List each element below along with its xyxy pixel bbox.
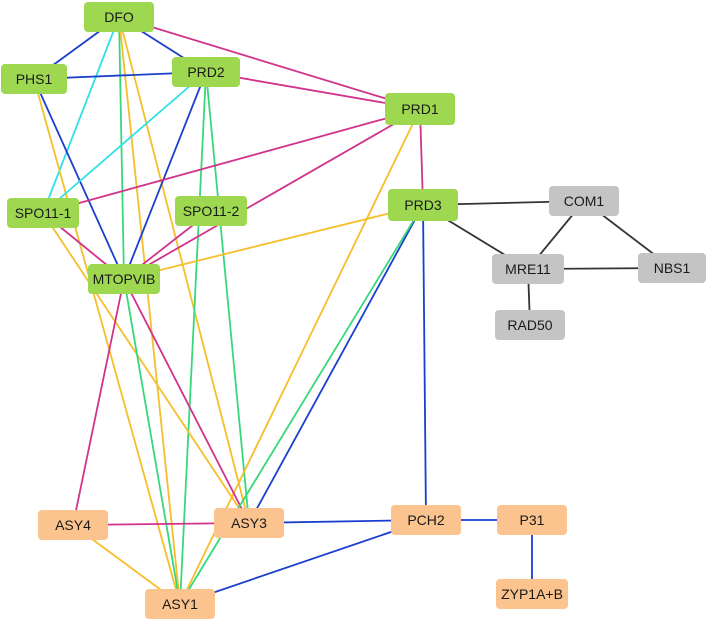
edge-prd3-asy3 [248, 204, 424, 524]
node-box [84, 2, 154, 32]
node-box [7, 198, 79, 228]
node-box [388, 189, 458, 221]
node-box [88, 264, 160, 294]
edge-dfo-mtopvib [118, 16, 125, 280]
node-label: SPO11-1 [15, 205, 72, 221]
edge-prd2-spo11-1 [42, 71, 207, 214]
node-asy3[interactable]: ASY3 [214, 508, 284, 538]
node-spo11-2[interactable]: SPO11-2 [175, 196, 247, 226]
node-box [145, 589, 215, 619]
edge-layer [33, 16, 673, 605]
edge-mtopvib-asy1 [123, 278, 181, 605]
edge-prd1-spo11-1 [42, 108, 421, 214]
node-box [175, 196, 247, 226]
node-label: ASY4 [55, 517, 91, 533]
node-prd3[interactable]: PRD3 [388, 189, 458, 221]
node-asy1[interactable]: ASY1 [145, 589, 215, 619]
node-box [549, 186, 619, 216]
edge-dfo-prd1 [118, 16, 421, 110]
node-p31[interactable]: P31 [497, 505, 567, 535]
node-mtopvib[interactable]: MTOPVIB [88, 264, 160, 294]
edge-prd1-mtopvib [123, 108, 421, 280]
edge-prd3-mtopvib [123, 204, 424, 280]
node-box [492, 254, 564, 284]
node-box [1, 64, 67, 94]
node-box [214, 508, 284, 538]
node-label: DFO [104, 9, 134, 25]
node-phs1[interactable]: PHS1 [1, 64, 67, 94]
node-label: PRD2 [187, 64, 225, 80]
edge-prd2-prd1 [205, 71, 421, 110]
node-label: PCH2 [407, 512, 445, 528]
edge-dfo-asy1 [118, 16, 181, 605]
node-box [495, 310, 565, 340]
node-label: MTOPVIB [93, 271, 156, 287]
node-rad50[interactable]: RAD50 [495, 310, 565, 340]
node-label: PHS1 [16, 71, 53, 87]
edge-asy1-pch2 [179, 519, 427, 605]
node-mre11[interactable]: MRE11 [492, 254, 564, 284]
node-label: COM1 [564, 193, 605, 209]
node-label: ASY3 [231, 515, 267, 531]
edge-prd2-asy1 [179, 71, 207, 605]
node-box [391, 505, 461, 535]
node-prd1[interactable]: PRD1 [385, 93, 455, 125]
node-label: ASY1 [162, 596, 198, 612]
node-label: P31 [520, 512, 545, 528]
node-spo11-1[interactable]: SPO11-1 [7, 198, 79, 228]
node-box [496, 579, 568, 609]
node-box [38, 510, 108, 540]
node-dfo[interactable]: DFO [84, 2, 154, 32]
node-pch2[interactable]: PCH2 [391, 505, 461, 535]
node-label: PRD3 [404, 197, 442, 213]
node-asy4[interactable]: ASY4 [38, 510, 108, 540]
edge-prd2-asy3 [205, 71, 250, 524]
edge-mtopvib-asy4 [72, 278, 125, 526]
node-label: SPO11-2 [183, 203, 240, 219]
node-prd2[interactable]: PRD2 [172, 57, 240, 87]
node-box [638, 253, 706, 283]
edge-dfo-spo11-1 [42, 16, 120, 214]
node-label: ZYP1A+B [501, 586, 563, 602]
node-zyp1a-b[interactable]: ZYP1A+B [496, 579, 568, 609]
edge-prd3-asy1 [179, 204, 424, 605]
edge-prd3-pch2 [422, 204, 427, 521]
node-box [385, 93, 455, 125]
node-label: PRD1 [401, 101, 439, 117]
edge-spo11-1-asy3 [42, 212, 250, 524]
node-label: NBS1 [654, 260, 691, 276]
node-label: RAD50 [507, 317, 552, 333]
edge-mtopvib-asy3 [123, 278, 250, 524]
node-label: MRE11 [505, 261, 551, 277]
edge-phs1-mtopvib [33, 78, 125, 280]
node-nbs1[interactable]: NBS1 [638, 253, 706, 283]
node-com1[interactable]: COM1 [549, 186, 619, 216]
edge-phs1-asy1 [33, 78, 181, 605]
edge-dfo-asy3 [118, 16, 250, 524]
node-box [497, 505, 567, 535]
node-box [172, 57, 240, 87]
edge-prd2-mtopvib [123, 71, 207, 280]
